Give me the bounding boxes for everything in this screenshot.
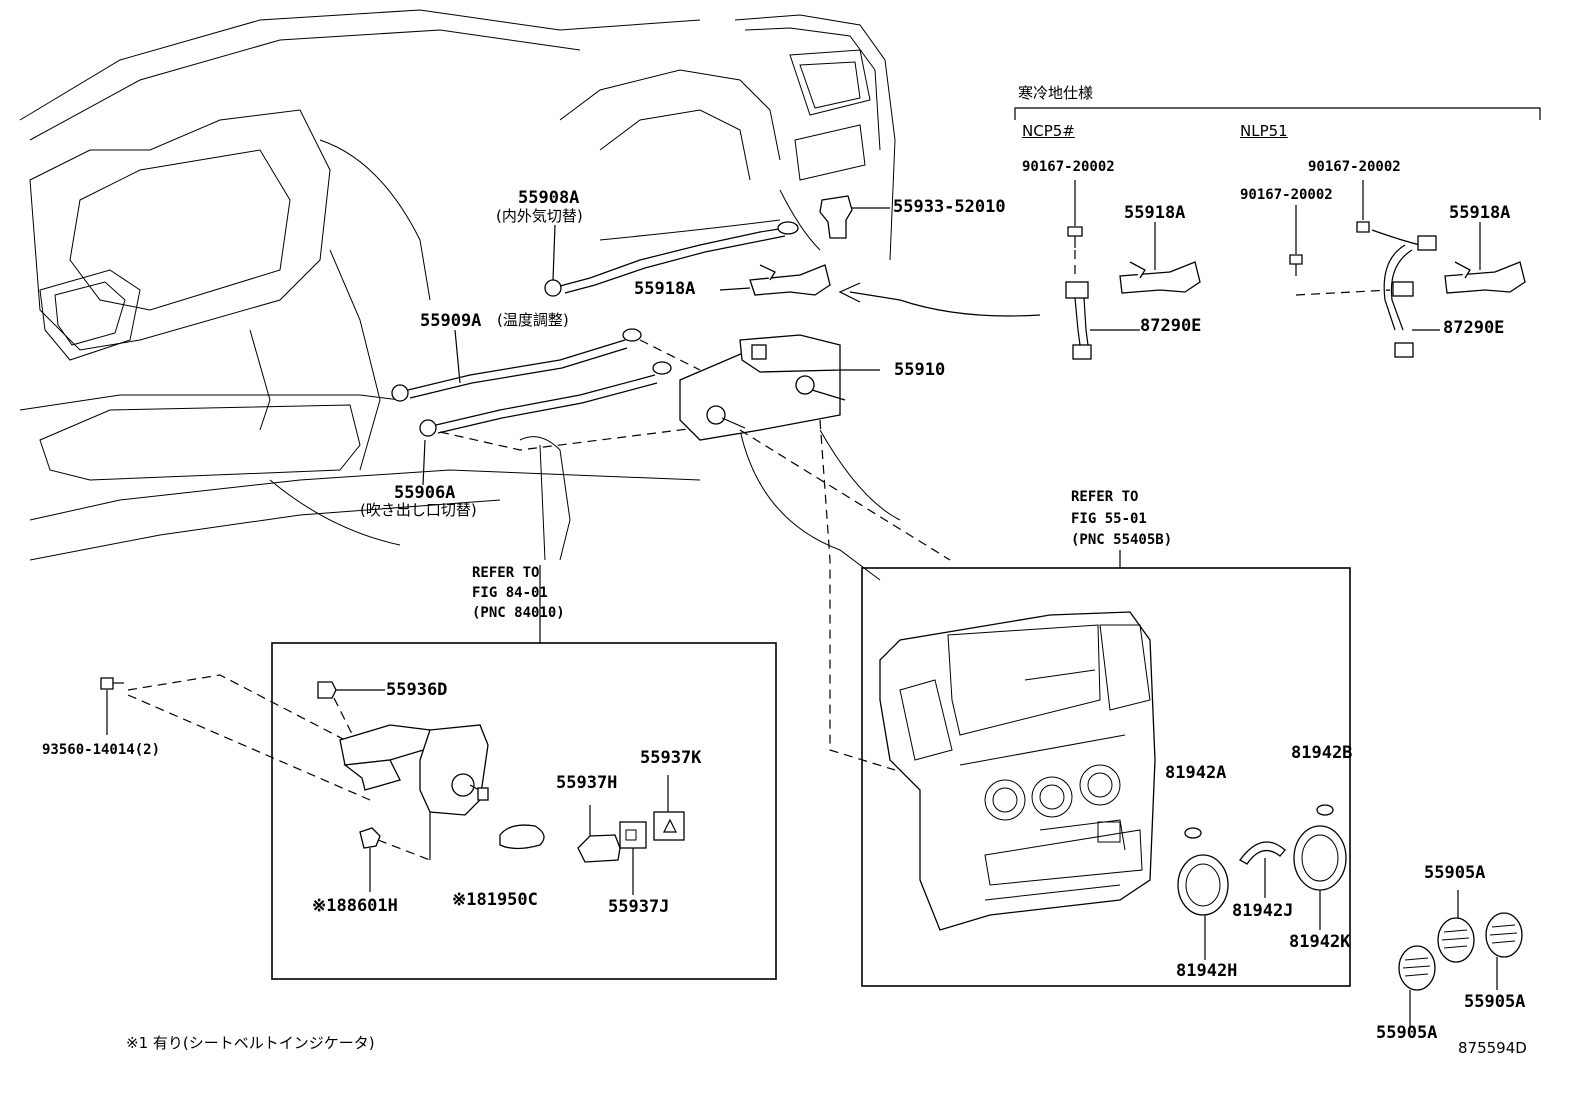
nlp-screw-b (1356, 180, 1370, 233)
screw-55936D (317, 681, 385, 699)
refer-84-line-2: FIG 84-01 (472, 585, 548, 601)
nlp-lever-55918A (1444, 222, 1526, 294)
cable-55908A (544, 221, 799, 297)
part-55910: 55910 (894, 360, 946, 380)
clip-55933 (819, 195, 853, 239)
ring-81942H (1177, 854, 1229, 960)
clip-81942A (1184, 827, 1202, 839)
bulb-88601H (359, 827, 381, 892)
lever-55918A (749, 264, 831, 296)
refer-55-line-1: REFER TO (1071, 489, 1139, 505)
part-55937J: 55937J (608, 897, 670, 917)
nlp-part-90167-a: 90167-20002 (1308, 159, 1401, 175)
heater-control-55910 (679, 334, 880, 441)
refer-55-line-3: (PNC 55405B) (1071, 532, 1173, 548)
bolt-93560 (100, 677, 124, 735)
lens-81950C (499, 824, 545, 850)
refer-84-line-1: REFER TO (472, 565, 540, 581)
part-55908A: 55908A (518, 188, 580, 208)
part-55909A-desc: (温度調整) (497, 311, 569, 329)
switch-box-frame (271, 642, 777, 980)
leader-lines-top (422, 207, 890, 486)
knob-55905A-2 (1437, 890, 1475, 963)
part-81942H: 81942H (1176, 961, 1238, 981)
part-55918A-main: 55918A (634, 279, 696, 299)
arrow-head (838, 282, 861, 303)
part-55936D: 55936D (386, 680, 448, 700)
ncp-part-87290E: 87290E (1140, 316, 1202, 336)
switch-55937K (653, 775, 685, 841)
cable-55906A (419, 361, 672, 437)
nlp-harness-87290E (1371, 229, 1440, 358)
ring-81942K (1293, 825, 1347, 930)
footnote: ※1 有り(シートベルトインジケータ) (126, 1034, 375, 1052)
ncp-screw (1067, 180, 1083, 248)
bezel-box-frame (861, 567, 1351, 987)
nlp-part-90167-b: 90167-20002 (1240, 187, 1333, 203)
knob-55905A-1 (1398, 945, 1436, 1030)
switch-55937H (577, 805, 621, 863)
part-88601H: ※188601H (312, 896, 398, 916)
dash-to-bezel (739, 429, 951, 561)
nlp-dash (1295, 289, 1391, 296)
part-55933-52010: 55933-52010 (893, 197, 1006, 217)
clip-81942B (1316, 804, 1334, 816)
switch-assembly (339, 724, 489, 860)
part-55906A: 55906A (394, 483, 456, 503)
nlp-screw-a (1289, 205, 1303, 276)
cold-spec-bracket (1014, 107, 1541, 120)
part-81942J: 81942J (1232, 901, 1294, 921)
part-55906A-desc: (吹き出し口切替) (360, 501, 477, 519)
refer-55-line-2: FIG 55-01 (1071, 511, 1147, 527)
dashboard-outline (19, 9, 901, 581)
cold-spec-arrow (849, 291, 1041, 317)
part-55905A-bottom: 55905A (1376, 1023, 1438, 1043)
part-81942B: 81942B (1291, 743, 1353, 763)
part-55908A-desc: (内外気切替) (496, 207, 583, 225)
bulb-dash (377, 839, 431, 861)
bolt-dash-1 (127, 674, 346, 741)
variant-ncp5: NCP5# (1022, 122, 1075, 140)
cold-region-spec-label: 寒冷地仕様 (1018, 84, 1094, 102)
cable-55909A (391, 328, 642, 402)
part-55937K: 55937K (640, 748, 702, 768)
switch-55937J (619, 821, 647, 895)
ncp-connector-87290E (1065, 281, 1140, 360)
nlp-part-55918A: 55918A (1449, 203, 1511, 223)
ncp-lever-55918A (1119, 222, 1201, 294)
screw-dash (333, 697, 356, 741)
arc-81942J (1239, 841, 1286, 898)
part-55905A-top: 55905A (1424, 863, 1486, 883)
nlp-part-87290E: 87290E (1443, 318, 1505, 338)
knob-55905A-3 (1485, 912, 1523, 990)
figure-id: 875594D (1458, 1039, 1527, 1057)
part-55937H: 55937H (556, 773, 618, 793)
part-81942K: 81942K (1289, 932, 1351, 952)
part-81950C: ※181950C (452, 890, 538, 910)
refer-84-line-3: (PNC 84010) (472, 605, 565, 621)
part-55909A: 55909A (420, 311, 482, 331)
center-cluster-bezel (879, 611, 1156, 931)
part-93560-14014: 93560-14014(2) (42, 742, 161, 758)
cable-routing-dash-2 (639, 339, 701, 371)
part-81942A: 81942A (1165, 763, 1227, 783)
ncp-part-90167: 90167-20002 (1022, 159, 1115, 175)
bolt-dash-2 (127, 694, 371, 801)
part-55905A-right: 55905A (1464, 992, 1526, 1012)
variant-nlp51: NLP51 (1240, 122, 1288, 140)
cable-routing-dash (439, 419, 761, 451)
ncp-part-55918A: 55918A (1124, 203, 1186, 223)
